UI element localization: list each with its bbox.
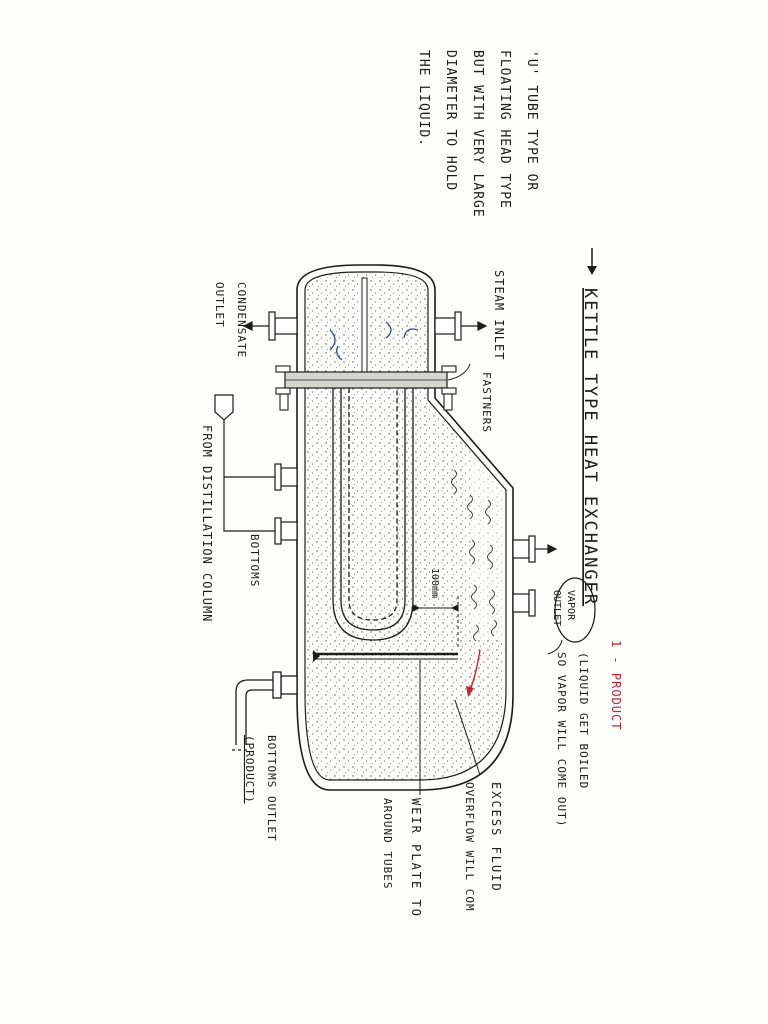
svg-text:OVERFLOW WILL COM: OVERFLOW WILL COM [463,782,476,912]
svg-text:(PRODUCT): (PRODUCT) [243,735,256,804]
svg-text:VAPOR: VAPOR [565,590,576,621]
svg-text:SO VAPOR WILL COME OUT): SO VAPOR WILL COME OUT) [555,652,568,827]
svg-text:BOTTOMS OUTLET: BOTTOMS OUTLET [265,735,278,842]
u-tube-bundle [332,388,414,641]
weir-plate [313,650,458,662]
diagram-title: KETTLE TYPE HEAT EXCHANGER [580,288,600,606]
fastener-bolts [275,365,457,411]
leader-lines [419,363,563,795]
excess-fluid-label: EXCESS FLUID OVERFLOW WILL COM [463,782,503,912]
shell-outer [296,264,514,791]
product-tag: 1 - PRODUCT [609,640,623,730]
side-note: 'U' TUBE TYPE OR FLOATING HEAD TYPE BUT … [416,50,539,218]
title-arrow [587,248,597,275]
dimension-label: 100mm [429,568,440,598]
bottoms-outlet-label: BOTTOMS OUTLET (PRODUCT) [243,735,278,842]
condensate-outlet-label: CONDENSATE OUTLET [213,282,248,358]
condensate-outlet-nozzle [242,311,298,341]
fastners-label: FASTNERS [480,372,493,433]
feed-tag [214,394,234,421]
boil-note: (LIQUID GET BOILED SO VAPOR WILL COME OU… [555,652,590,827]
side-note-line: DIAMETER TO HOLD [443,50,458,191]
svg-text:CONDENSATE: CONDENSATE [235,282,248,358]
svg-text:(LIQUID GET BOILED: (LIQUID GET BOILED [577,652,590,789]
steam-flow-arrows [329,321,419,361]
vapor-squiggles [451,469,497,642]
side-note-line: 'U' TUBE TYPE OR [524,50,539,191]
svg-text:AROUND TUBES: AROUND TUBES [381,798,394,889]
bottoms-label: BOTTOMS [248,534,261,587]
bottoms-outlet-pipe [232,671,298,751]
weir-plate-label: WEIR PLATE TO AROUND TUBES [381,798,423,918]
vapor-outlet-label: VAPOR OUTLET [551,590,576,626]
svg-text:WEIR PLATE TO: WEIR PLATE TO [409,798,423,918]
side-note-line: BUT WITH VERY LARGE [470,50,485,218]
svg-text:EXCESS FLUID: EXCESS FLUID [489,782,503,893]
vapor-outlet-circle [554,577,596,643]
feed-lines [223,420,275,532]
steam-inlet-label: STEAM INLET [492,270,506,360]
side-note-line: FLOATING HEAD TYPE [497,50,512,209]
steam-inlet-nozzle [434,311,488,341]
bottoms-inlet-nozzles [274,463,298,545]
vapor-outlet-nozzles [512,535,558,617]
from-column-label: FROM DISTILLATION COLUMN [200,425,214,622]
svg-text:OUTLET: OUTLET [213,282,226,328]
side-note-line: THE LIQUID. [416,50,431,147]
svg-text:OUTLET: OUTLET [551,590,562,626]
dimension-100mm [412,596,459,650]
